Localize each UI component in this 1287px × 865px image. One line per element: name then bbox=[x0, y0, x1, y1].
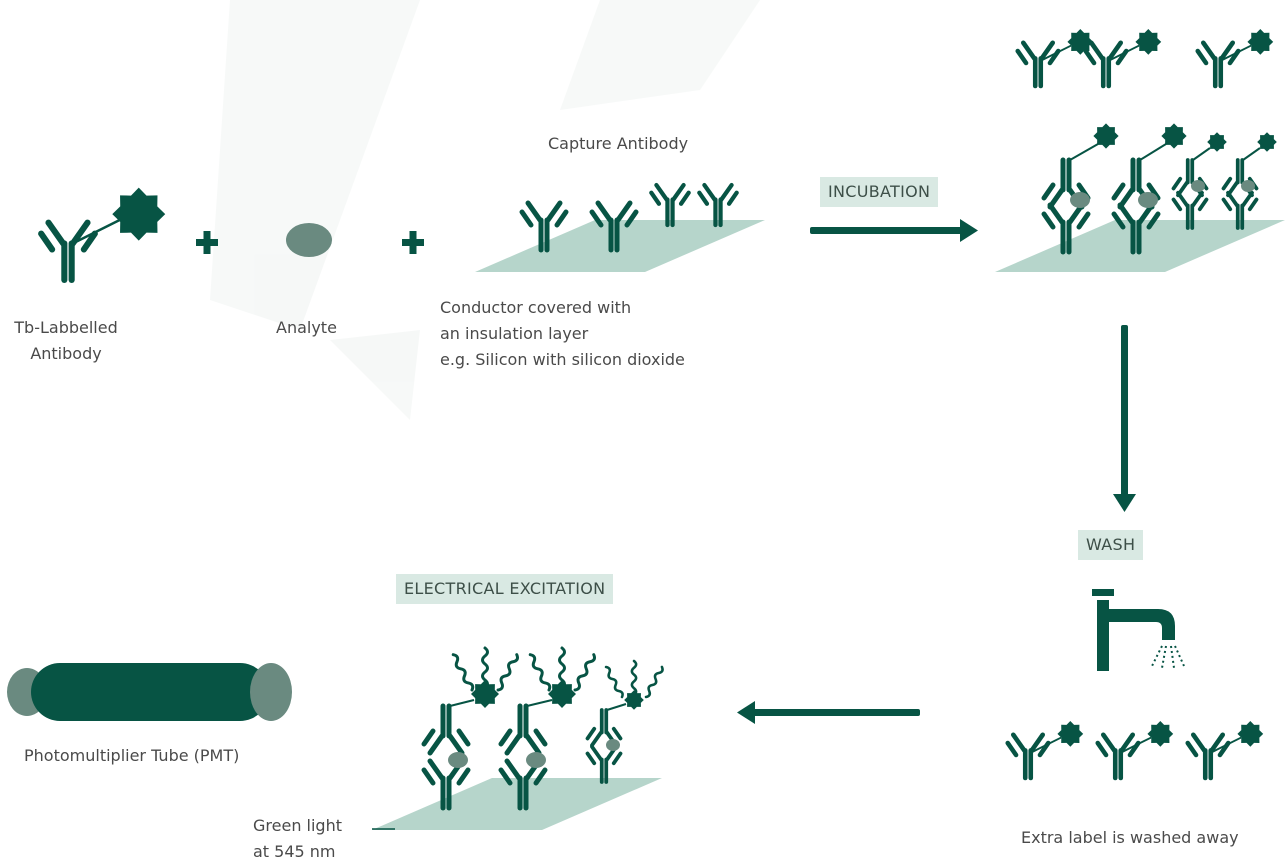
substrate-plate bbox=[475, 220, 765, 272]
substrate-plate bbox=[372, 778, 662, 830]
faucet-icon bbox=[1092, 589, 1185, 671]
photomultiplier-tube-icon bbox=[7, 663, 292, 721]
analyte-label: Analyte bbox=[276, 318, 337, 337]
green-light-label-line1: Green light bbox=[253, 816, 342, 835]
green-light-label: Green light at 545 nm bbox=[253, 813, 342, 865]
labelled-antibody-icon bbox=[41, 187, 166, 280]
incubation-step-label: INCUBATION bbox=[820, 177, 939, 207]
tb-antibody-label: Tb-Labbelled Antibody bbox=[6, 315, 126, 367]
tb-antibody-label-line1: Tb-Labbelled bbox=[14, 318, 118, 337]
background-shards bbox=[210, 0, 760, 420]
arrow-icon bbox=[737, 701, 920, 724]
conductor-label: Conductor covered with an insulation lay… bbox=[440, 295, 685, 373]
tb-antibody-label-line2: Antibody bbox=[30, 344, 102, 363]
pmt-label: Photomultiplier Tube (PMT) bbox=[24, 746, 240, 765]
conductor-label-line1: Conductor covered with bbox=[440, 298, 632, 317]
conductor-label-line3: e.g. Silicon with silicon dioxide bbox=[440, 350, 685, 369]
plus-icon bbox=[402, 231, 424, 254]
washed-away-antibodies bbox=[1008, 721, 1263, 778]
analyte-icon bbox=[286, 223, 332, 257]
sandwich-complexes bbox=[1044, 123, 1277, 252]
arrow-icon bbox=[810, 219, 978, 242]
capture-antibody-label: Capture Antibody bbox=[548, 134, 689, 153]
free-labelled-antibodies bbox=[1018, 29, 1273, 86]
plus-icon bbox=[196, 231, 218, 254]
excited-complexes bbox=[424, 680, 644, 808]
wash-step-label: WASH bbox=[1078, 530, 1144, 560]
conductor-label-line2: an insulation layer bbox=[440, 324, 589, 343]
green-light-label-line2: at 545 nm bbox=[253, 842, 336, 861]
arrow-icon bbox=[1113, 325, 1136, 512]
electrical-excitation-step-label: ELECTRICAL EXCITATION bbox=[396, 574, 614, 604]
washed-away-label: Extra label is washed away bbox=[1021, 828, 1239, 847]
